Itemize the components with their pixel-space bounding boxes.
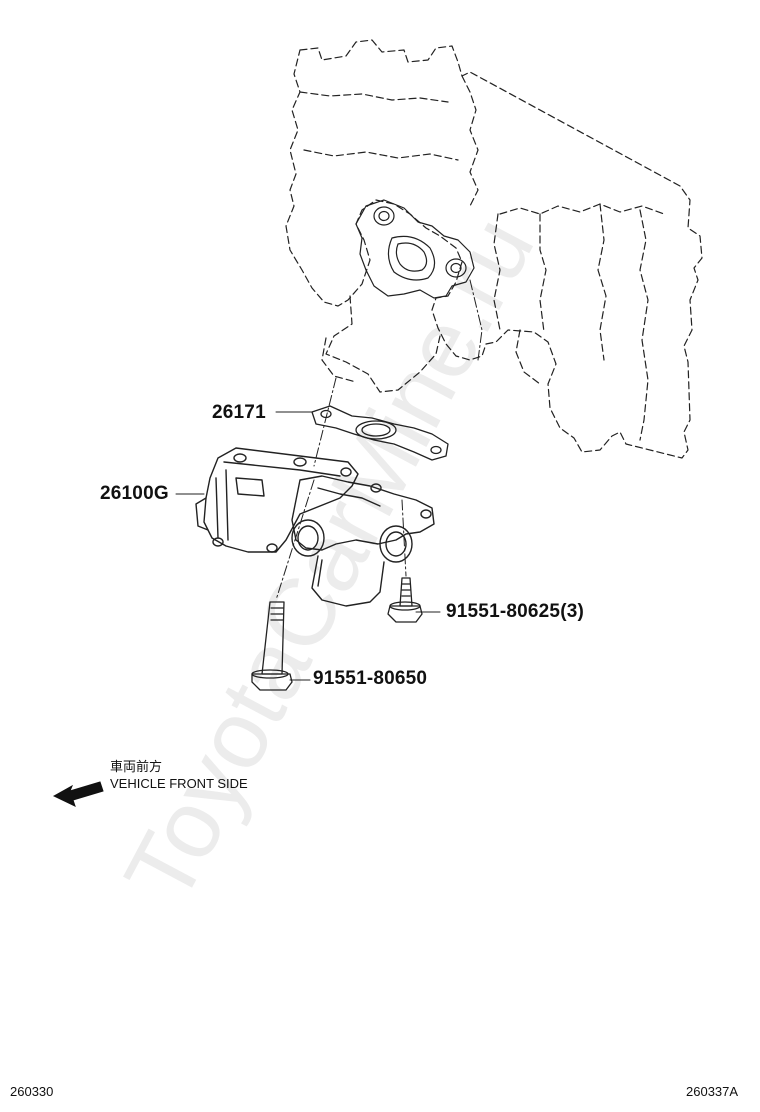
bolt-short <box>387 577 423 623</box>
engine-block-outline <box>285 39 703 459</box>
engine-mount-flange <box>355 199 475 299</box>
vehicle-front-japanese-label: 車両前方 <box>110 759 163 774</box>
part-label-26171[interactable]: 26171 <box>212 402 266 423</box>
diagram-code-right: 260337A <box>686 1084 739 1099</box>
bolt-long <box>251 601 293 691</box>
part-label-91551-80625[interactable]: 91551-80625(3) <box>446 601 585 622</box>
leader-lines <box>175 411 441 681</box>
gasket-part <box>311 405 449 461</box>
egr-valve-part <box>195 447 435 607</box>
assembly-guide-lines <box>275 279 483 601</box>
part-label-26100g[interactable]: 26100G <box>100 483 169 504</box>
front-direction-arrow-icon <box>52 781 104 807</box>
part-label-91551-80650[interactable]: 91551-80650 <box>313 668 428 689</box>
diagram-code-left: 260330 <box>10 1084 54 1099</box>
vehicle-front-side-label: VEHICLE FRONT SIDE <box>110 776 248 791</box>
